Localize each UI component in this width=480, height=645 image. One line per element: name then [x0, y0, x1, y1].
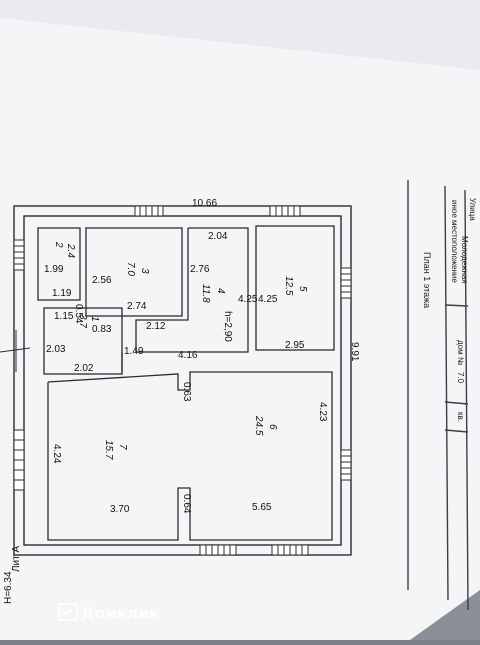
room-4-right-dim: 4.25 [238, 294, 258, 305]
apartment-label: кв. [456, 412, 465, 422]
room-2-depth: 1.99 [44, 264, 64, 275]
room-5-area: 12.5 [283, 276, 294, 296]
room-1-depth: 2.03 [46, 344, 66, 355]
street-value: Молодежная [460, 236, 469, 284]
room-5-bottom-dim: 2.95 [285, 340, 305, 351]
room-6-number: 6 [267, 424, 278, 430]
outer-walls [13, 205, 352, 556]
room-4: 2.04 2.76 4.25 4 11.8 h=2,90 2.12 4.16 [146, 231, 258, 361]
house-value: 7.0 [456, 372, 465, 384]
room-2: 2 2.4 1.99 1.19 [44, 241, 76, 299]
domclick-watermark: Домклик [58, 603, 159, 622]
room-3-area: 7.0 [125, 262, 136, 276]
room-6: 4.23 6 24.5 5.65 [252, 402, 328, 513]
room-1-width: 2.02 [74, 363, 94, 374]
room-3-number: 3 [139, 268, 150, 274]
room-6-bottom-dim: 5.65 [252, 502, 272, 513]
interior-walls [37, 225, 335, 541]
room-3-depth: 2.56 [92, 275, 112, 286]
windows [0, 205, 352, 556]
location-label: иное местоположение [450, 200, 459, 283]
room-6-side-dim: 4.23 [317, 402, 328, 422]
corridor-dim: 1.49 [124, 346, 144, 357]
room-3-width: 2.74 [127, 301, 147, 312]
room-4-top-dim: 2.04 [208, 231, 228, 242]
room-5: 4.25 5 12.5 2.95 [258, 276, 308, 351]
overall-width: 10.66 [192, 198, 217, 209]
room-5-side-dim: 4.25 [258, 294, 278, 305]
room-2-number: 2 [53, 241, 64, 248]
house-check-icon [58, 603, 78, 621]
room-4-left-dim: 2.76 [190, 264, 210, 275]
room-1: 1.15 0.54 3.7 1 0.83 2.03 2.02 [46, 304, 112, 374]
room-2-area: 2.4 [65, 243, 76, 258]
ceiling-height-note: h=2,90 [222, 311, 233, 342]
room-2-width: 1.19 [52, 288, 72, 299]
room-3: 3 7.0 2.56 2.74 [92, 262, 150, 312]
room-5-number: 5 [297, 286, 308, 292]
watermark-text: Домклик [81, 604, 159, 622]
lit-label: Лит А [11, 545, 22, 572]
overall-depth: 9.91 [349, 342, 360, 362]
wall-dim-a: 0.63 [181, 382, 192, 402]
building-height: H=6.34 [3, 571, 14, 604]
room-1-number: 1 [89, 316, 100, 322]
room-7-bottom-dim: 3.70 [110, 504, 130, 515]
room-7-area: 15.7 [103, 440, 114, 460]
room-1-dim-c: 0.83 [92, 324, 112, 335]
wall-dim-b: 0.64 [181, 494, 192, 514]
room-7: 7 15.7 4.24 3.70 [51, 440, 130, 515]
title-block [407, 180, 469, 611]
house-label: дом № [456, 340, 465, 366]
room-4-bottom-dim: 2.12 [146, 321, 166, 332]
room-7-number: 7 [117, 444, 128, 450]
room-1-area: 3.7 [77, 314, 88, 328]
title-block-text: Улица иное местоположение Молодежная дом… [450, 198, 477, 422]
room-7-side-dim: 4.24 [51, 444, 62, 464]
room-4-area: 11.8 [200, 284, 211, 303]
room-6-area: 24.5 [253, 415, 264, 436]
room-4-bottom2-dim: 4.16 [178, 350, 198, 361]
floor-plan-title: План 1 этажа [422, 252, 432, 308]
room-1-dim-b: 0.54 [73, 304, 84, 324]
street-label: Улица [468, 198, 477, 221]
room-4-number: 4 [215, 288, 226, 294]
room-1-dim-a: 1.15 [54, 311, 74, 322]
